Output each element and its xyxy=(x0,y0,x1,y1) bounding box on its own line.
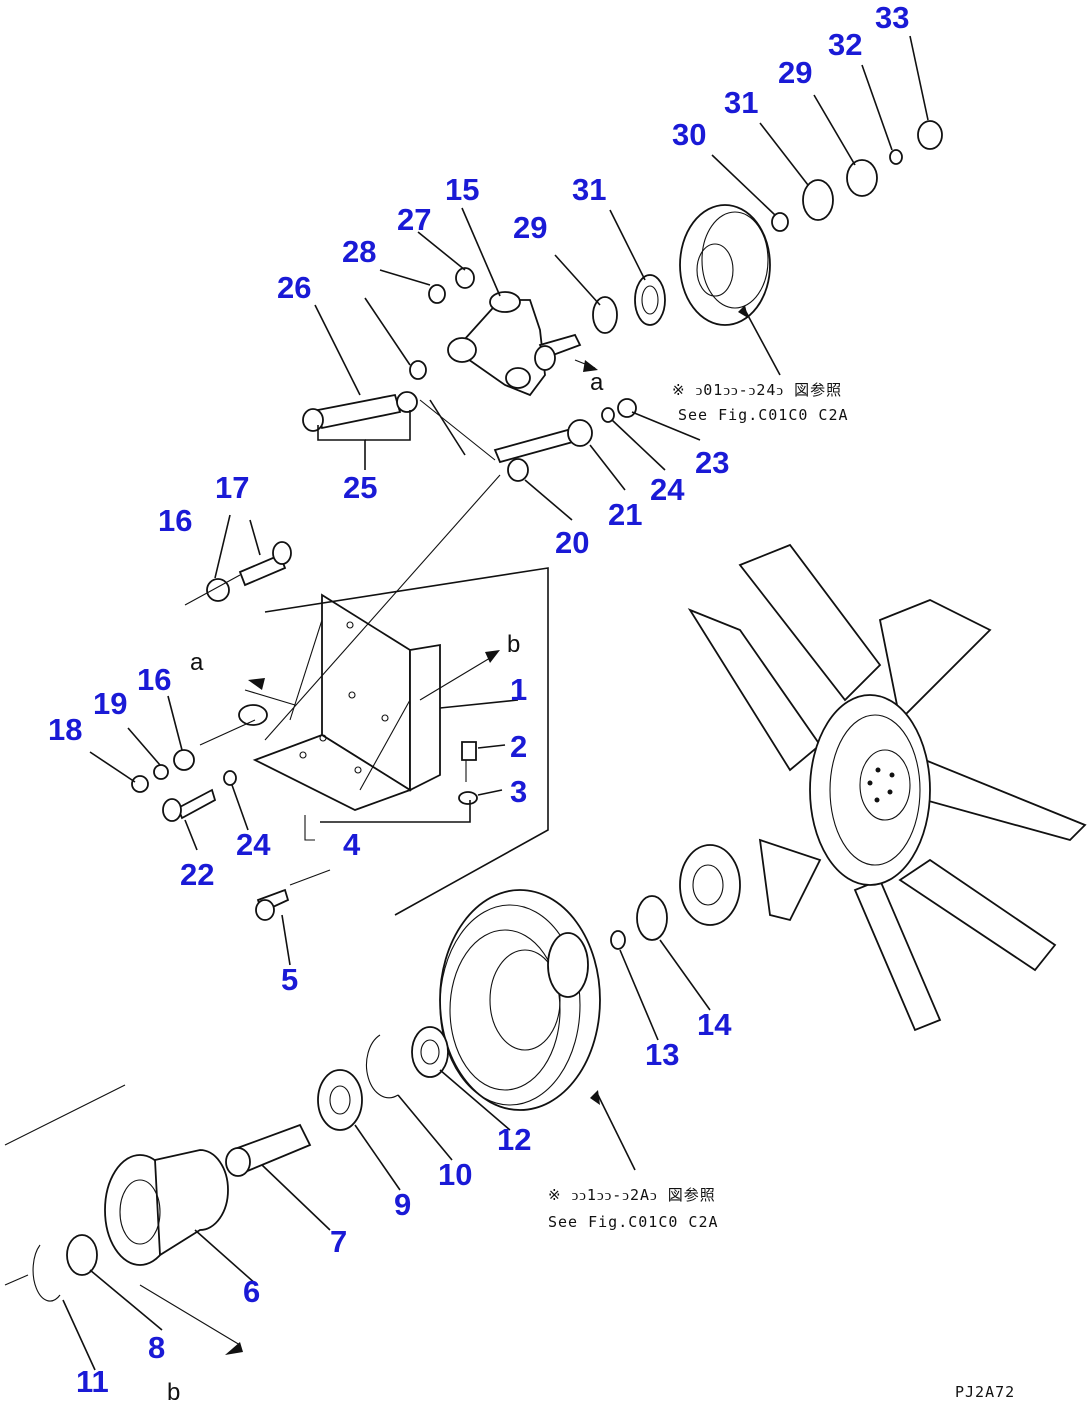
callout-32: 32 xyxy=(828,27,862,62)
ref-letter-a-upper: a xyxy=(590,369,604,396)
callout-21: 21 xyxy=(608,497,642,532)
cooling-fan xyxy=(687,543,1087,1032)
callout-31-right: 31 xyxy=(724,85,758,120)
callout-29-left: 29 xyxy=(513,210,547,245)
callout-28: 28 xyxy=(342,234,376,269)
callout-10: 10 xyxy=(438,1157,472,1192)
note-upper-pulley-jp: ※ ↄ01ↄↄ-ↄ24ↄ 図参照 xyxy=(672,381,842,399)
base-outline xyxy=(264,567,549,916)
callout-29-right: 29 xyxy=(778,55,812,90)
ref-letter-b-upper: b xyxy=(507,631,520,658)
callout-26: 26 xyxy=(277,270,311,305)
upper-pulley-group xyxy=(592,120,943,334)
arrowheads xyxy=(225,305,748,1355)
callout-17: 17 xyxy=(215,470,249,505)
callout-14: 14 xyxy=(697,1007,732,1042)
washers-27-28 xyxy=(409,267,475,380)
note-lower-pulley-jp: ※ ↄↄ1ↄↄ-ↄ2Aↄ 図参照 xyxy=(548,1186,716,1204)
note-lower-pulley-en: See Fig.C01C0 C2A xyxy=(548,1213,719,1231)
callout-9: 9 xyxy=(394,1187,411,1222)
callout-18: 18 xyxy=(48,712,82,747)
lower-pulley-assembly xyxy=(225,844,741,1177)
callout-24-lower: 24 xyxy=(236,827,271,862)
housing-part-6 xyxy=(32,1149,229,1302)
leader-lines xyxy=(4,35,929,1371)
callout-11: 11 xyxy=(76,1364,109,1399)
callout-23: 23 xyxy=(695,445,729,480)
callout-27: 27 xyxy=(397,202,431,237)
callout-7: 7 xyxy=(330,1224,347,1259)
callout-33: 33 xyxy=(875,0,909,35)
ref-letter-a-lower: a xyxy=(190,649,204,676)
callout-2: 2 xyxy=(510,729,527,764)
callout-8: 8 xyxy=(148,1330,165,1365)
callout-numbers: 1 2 3 4 5 6 7 8 9 10 11 12 13 14 15 16 1… xyxy=(48,0,909,1399)
callout-24-upper: 24 xyxy=(650,472,685,507)
callout-12: 12 xyxy=(497,1122,531,1157)
bolt-21-spacer-20 xyxy=(493,398,637,482)
callout-6: 6 xyxy=(243,1274,260,1309)
callout-31-left: 31 xyxy=(572,172,606,207)
callout-16-lower: 16 xyxy=(137,662,171,697)
adjust-bolt-26 xyxy=(302,391,418,432)
bracket-part-1 xyxy=(238,593,441,811)
callout-13: 13 xyxy=(645,1037,679,1072)
tensioner-arm xyxy=(447,291,582,397)
callout-20: 20 xyxy=(555,525,589,560)
callout-16-upper: 16 xyxy=(158,503,192,538)
callout-30: 30 xyxy=(672,117,706,152)
callout-22: 22 xyxy=(180,857,214,892)
note-upper-pulley-en: See Fig.C01C0 C2A xyxy=(678,406,849,424)
callout-15: 15 xyxy=(445,172,479,207)
ref-letter-b-lower: b xyxy=(167,1379,180,1406)
callout-25: 25 xyxy=(343,470,377,505)
callout-4: 4 xyxy=(343,827,361,862)
callout-1: 1 xyxy=(510,672,527,707)
callout-19: 19 xyxy=(93,686,127,721)
callout-3: 3 xyxy=(510,774,527,809)
drawing-code: PJ2A72 xyxy=(955,1383,1015,1401)
left-fasteners xyxy=(131,541,478,921)
callout-5: 5 xyxy=(281,962,298,997)
